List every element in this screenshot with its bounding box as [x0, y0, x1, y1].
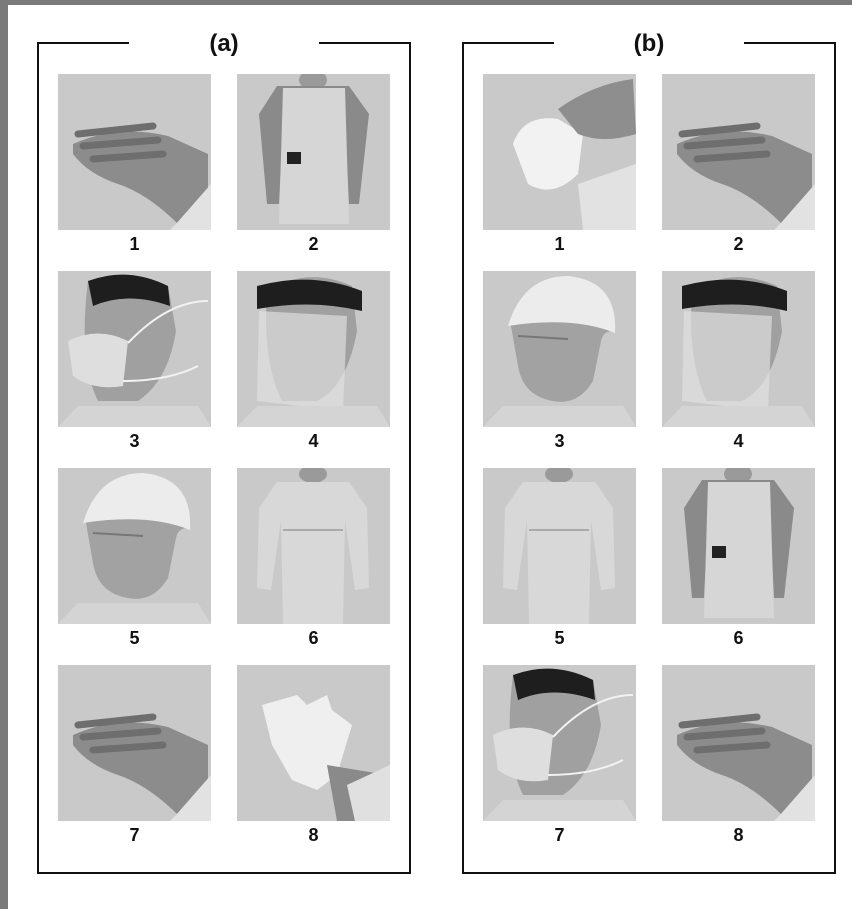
panel-a-step-6: 6 — [237, 468, 390, 665]
isolation-gown-icon — [237, 468, 390, 624]
panel-b-step-6: 6 — [662, 468, 815, 665]
step-number: 2 — [662, 234, 815, 255]
panel-a-grid: 1 2 3 4 5 6 7 8 — [58, 74, 390, 862]
step-number: 2 — [237, 234, 390, 255]
step-number: 5 — [483, 628, 636, 649]
step-number: 3 — [483, 431, 636, 452]
panel-a-step-1: 1 — [58, 74, 211, 271]
step-number: 7 — [483, 825, 636, 846]
panel-b-step-1: 1 — [483, 74, 636, 271]
panel-b-step-8: 8 — [662, 665, 815, 862]
face-shield-icon — [662, 271, 815, 427]
panel-b-step-5: 5 — [483, 468, 636, 665]
panel-a-step-7: 7 — [58, 665, 211, 862]
hand-hygiene-icon — [58, 665, 211, 821]
step-number: 4 — [237, 431, 390, 452]
panel-b-step-7: 7 — [483, 665, 636, 862]
hand-hygiene-icon — [58, 74, 211, 230]
panel-b-step-3: 3 — [483, 271, 636, 468]
hand-hygiene-icon — [662, 74, 815, 230]
hand-hygiene-icon — [662, 665, 815, 821]
gloves-icon — [237, 665, 390, 821]
step-number: 5 — [58, 628, 211, 649]
panel-a-step-5: 5 — [58, 468, 211, 665]
panel-b-grid: 1 2 3 4 5 6 7 8 — [483, 74, 815, 862]
step-number: 3 — [58, 431, 211, 452]
face-shield-icon — [237, 271, 390, 427]
step-number: 7 — [58, 825, 211, 846]
panel-a-step-8: 8 — [237, 665, 390, 862]
panel-a-step-4: 4 — [237, 271, 390, 468]
step-number: 8 — [237, 825, 390, 846]
panel-a-label: (a) — [39, 32, 409, 56]
hair-cap-icon — [58, 468, 211, 624]
respirator-mask-icon — [483, 665, 636, 821]
lead-apron-icon — [237, 74, 390, 230]
hair-cap-icon — [483, 271, 636, 427]
page-top-border — [0, 0, 852, 5]
step-number: 6 — [237, 628, 390, 649]
gloves-removal-icon — [483, 74, 636, 230]
step-number: 4 — [662, 431, 815, 452]
panel-b-label: (b) — [464, 32, 834, 56]
lead-apron-icon — [662, 468, 815, 624]
panel-a-step-2: 2 — [237, 74, 390, 271]
respirator-mask-icon — [58, 271, 211, 427]
page-left-border — [0, 0, 8, 909]
step-number: 1 — [58, 234, 211, 255]
step-number: 6 — [662, 628, 815, 649]
panel-a-step-3: 3 — [58, 271, 211, 468]
isolation-gown-icon — [483, 468, 636, 624]
step-number: 1 — [483, 234, 636, 255]
step-number: 8 — [662, 825, 815, 846]
panel-b-step-4: 4 — [662, 271, 815, 468]
panel-b-step-2: 2 — [662, 74, 815, 271]
